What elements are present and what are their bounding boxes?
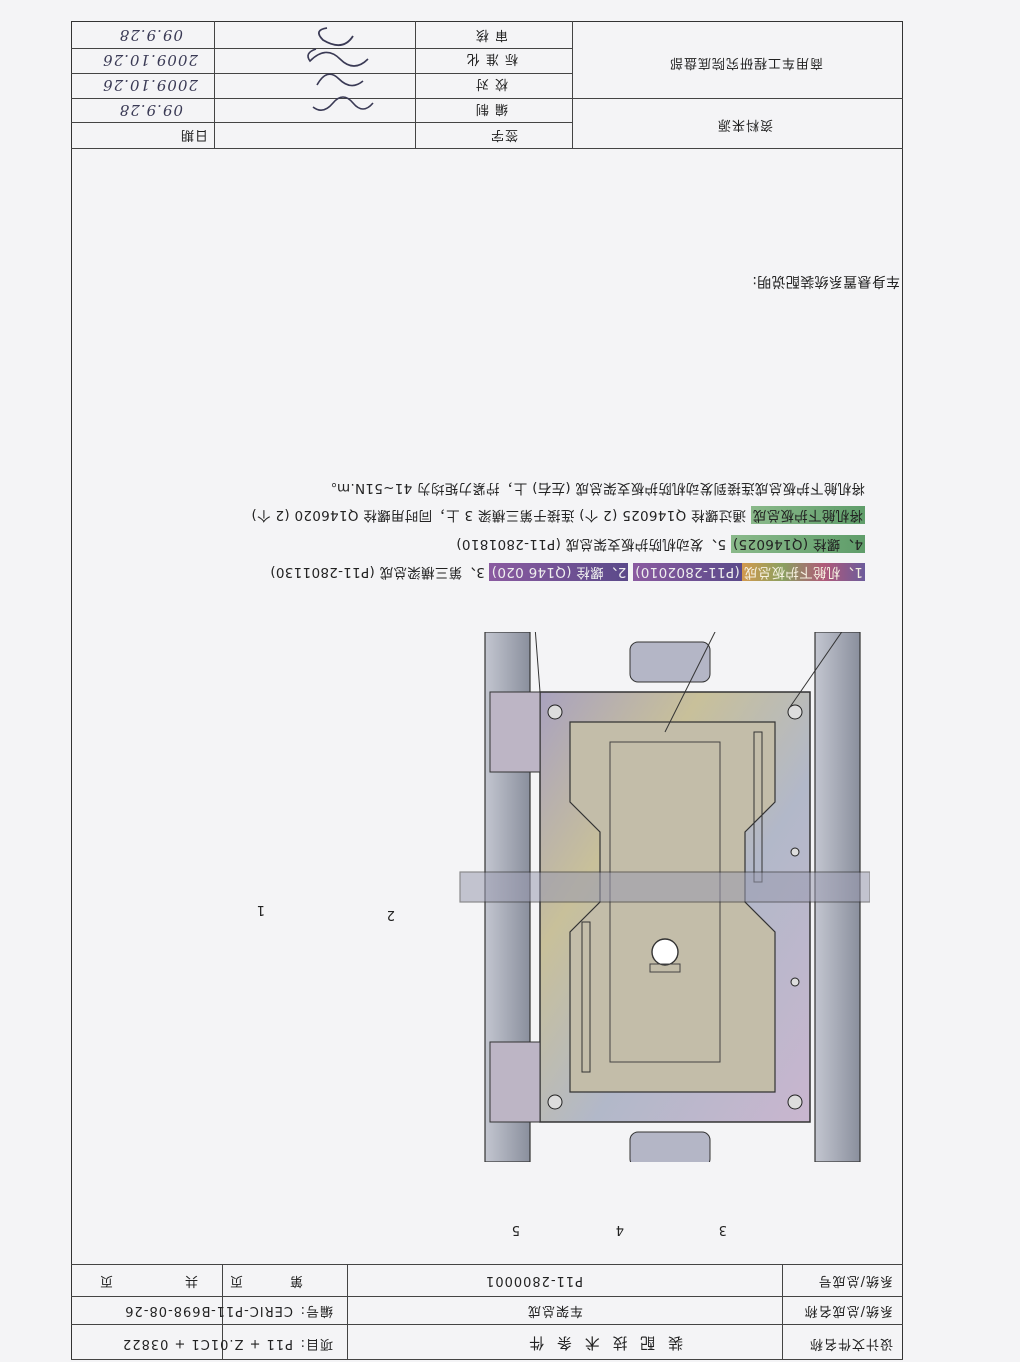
signature-block: 资料来源 商用车工程研究院底盘部 签字 编 制 校 对 标 准 化 审 核 日期… (71, 21, 903, 149)
page-label-3: 共 (183, 1273, 198, 1288)
date-4: 09.9.28 (118, 26, 183, 44)
parts-list: 1、机舱下护板总成(P11-2802010) 2、螺栓 (Q146 020) 3… (85, 554, 865, 584)
callout-3: 3 (718, 1222, 727, 1237)
project-label: 项目: (299, 1336, 333, 1351)
doc-type-label: 设计文件名称 (808, 1336, 893, 1351)
signature-marks (307, 27, 374, 111)
instruction-1-prefix: 将机舱下护板总成 (750, 506, 865, 524)
system-name-label: 系统/总成名称 (803, 1303, 893, 1318)
standard-label: 标 准 化 (465, 51, 518, 66)
source-label: 资料来源 (716, 117, 773, 132)
part-1-label: 1、机舱下护板总成 (741, 563, 865, 581)
review-label: 审 核 (474, 27, 508, 42)
instructions: 将机舱下护板总成 通过螺栓 Q146025 (2 个) 连接于第三横梁 3 上，… (85, 467, 865, 527)
system-code-label: 系统/总成号 (817, 1273, 893, 1288)
instruction-1-text: 通过螺栓 Q146025 (2 个) 连接于第三横梁 3 上，同时用螺栓 Q14… (251, 507, 746, 523)
header-table: 设计文件名称 装 配 技 术 条 件 项目: P11 + Z.01C1 + 03… (71, 1264, 903, 1360)
instruction-2-text: 将机舱下护板总成连接到发动机防护板支架总成 (左右) 上，拧紧力矩均为 41~5… (322, 480, 865, 496)
system-name-value: 车架总成 (526, 1303, 583, 1318)
part-4-label: 4、螺栓 (Q146025) (730, 535, 865, 553)
part-1-code: (P11-2802010) (632, 563, 742, 581)
callout-1: 1 (256, 902, 265, 917)
callout-5: 5 (511, 1222, 520, 1237)
draft-label: 编 制 (474, 101, 508, 116)
part-5-label: 5、发动机防护板支架总成 (P11-2801810) (456, 536, 727, 552)
frame-assembly-drawing (459, 632, 870, 1162)
date-2: 2009.10.26 (102, 76, 198, 94)
part-3-label: 3、第三横梁总成 (P11-2801130) (270, 564, 485, 580)
system-code-value: P11-2800001 (485, 1273, 583, 1288)
page-label-2: 页 (228, 1273, 243, 1288)
callout-4: 4 (615, 1222, 624, 1237)
date-1: 09.9.28 (118, 101, 183, 119)
check-label: 校 对 (474, 76, 508, 91)
date-label: 日期 (179, 127, 208, 142)
page-label-1: 第 (288, 1273, 303, 1288)
callout-2: 2 (386, 907, 395, 922)
parts-list-line-2: 4、螺栓 (Q146025) 5、发动机防护板支架总成 (P11-2801810… (85, 532, 865, 556)
sign-label: 签字 (489, 127, 518, 142)
number-label: 编号: (299, 1303, 333, 1318)
date-3: 2009.10.26 (102, 51, 198, 69)
number-value: CERIC-P11-B698-08-26 (124, 1303, 293, 1318)
part-2-label: 2、螺栓 (Q146 020) (489, 563, 629, 581)
doc-type-value: 装 配 技 术 条 件 (525, 1334, 683, 1352)
section-title: 车身悬置系统装配说明: (751, 273, 900, 289)
page-label-4: 页 (98, 1273, 113, 1288)
project-value: P11 + Z.01C1 + 03822 (122, 1336, 293, 1351)
company-name: 商用车工程研究院底盘部 (668, 55, 823, 70)
